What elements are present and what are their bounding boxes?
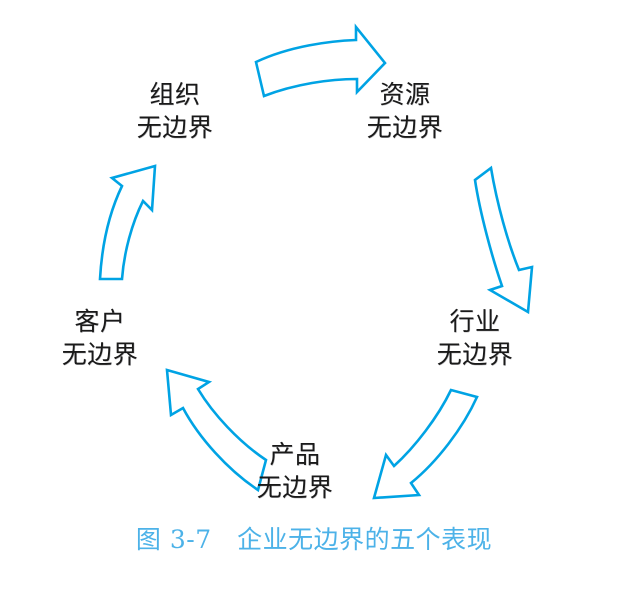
node-resource-line1: 资源 <box>379 80 431 109</box>
figure-caption: 图 3-7 企业无边界的五个表现 <box>135 525 493 554</box>
node-organization-line1: 组织 <box>149 80 201 109</box>
arrow-organization-to-resource <box>254 23 387 98</box>
node-customer-line2: 无边界 <box>61 340 139 369</box>
node-label-organization: 组织 无边界 <box>105 78 245 144</box>
node-organization-line2: 无边界 <box>136 113 214 142</box>
arrow-customer-to-organization <box>98 164 157 281</box>
node-product-line1: 产品 <box>269 440 321 469</box>
node-label-industry: 行业 无边界 <box>405 305 545 371</box>
node-resource-line2: 无边界 <box>366 113 444 142</box>
node-label-product: 产品 无边界 <box>225 438 365 504</box>
node-label-customer: 客户 无边界 <box>30 305 170 371</box>
node-customer-line1: 客户 <box>74 307 126 336</box>
arrow-resource-to-industry <box>473 165 534 315</box>
node-label-resource: 资源 无边界 <box>335 78 475 144</box>
arrow-industry-to-product <box>372 388 479 500</box>
node-industry-line1: 行业 <box>449 307 501 336</box>
node-product-line2: 无边界 <box>256 473 334 502</box>
node-industry-line2: 无边界 <box>436 340 514 369</box>
arrow-product-to-customer <box>165 368 268 493</box>
